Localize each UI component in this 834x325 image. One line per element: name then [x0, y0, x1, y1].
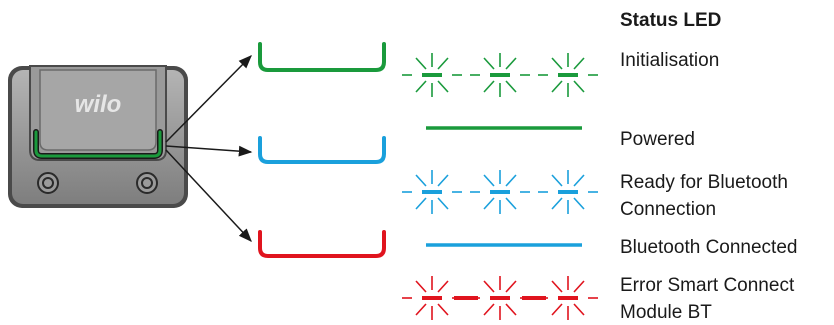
- led-flash-burst-4-1: [470, 276, 530, 320]
- led-flash-ray: [438, 81, 448, 92]
- led-flash-ray: [574, 304, 584, 315]
- led-flash-ray: [438, 304, 448, 315]
- led-flash-ray: [416, 281, 426, 292]
- led-flash-burst-0-2: [538, 53, 598, 97]
- led-flash-ray: [416, 58, 426, 69]
- led-flash-ray: [506, 175, 516, 186]
- led-flash-ray: [484, 304, 494, 315]
- led-flash-ray: [438, 198, 448, 209]
- led-flash-ray: [552, 304, 562, 315]
- led-flash-ray: [416, 175, 426, 186]
- module-brand-logo: wilo: [75, 91, 122, 118]
- led-patterns: [402, 53, 598, 320]
- led-flash-ray: [484, 198, 494, 209]
- led-flash-ray: [416, 198, 426, 209]
- module-screw-left: [38, 173, 58, 193]
- led-flash-ray: [552, 81, 562, 92]
- led-flash-ray: [574, 81, 584, 92]
- led-flash-burst-2-2: [538, 170, 598, 214]
- led-flash-ray: [438, 58, 448, 69]
- status-led-heading: Status LED: [620, 8, 721, 33]
- state-label-error-line1: Error Smart Connect: [620, 273, 794, 298]
- led-flash-burst-4-2: [538, 276, 598, 320]
- module-screw-right: [137, 173, 157, 193]
- led-flash-ray: [552, 281, 562, 292]
- led-flash-ray: [506, 198, 516, 209]
- state-label-error-line2: Module BT: [620, 300, 712, 325]
- state-label-ready-line1: Ready for Bluetooth: [620, 170, 788, 195]
- led-flash-ray: [506, 81, 516, 92]
- led-flash-ray: [506, 58, 516, 69]
- led-flash-ray: [574, 281, 584, 292]
- led-flash-ray: [552, 198, 562, 209]
- led-flash-burst-0-1: [470, 53, 530, 97]
- led-flash-burst-4-0: [402, 276, 462, 320]
- led-flash-burst-2-1: [470, 170, 530, 214]
- led-flash-burst-0-0: [402, 53, 462, 97]
- led-flash-ray: [574, 198, 584, 209]
- led-flash-ray: [484, 175, 494, 186]
- led-flash-ray: [506, 281, 516, 292]
- state-label-initialisation: Initialisation: [620, 48, 719, 73]
- led-flash-ray: [484, 81, 494, 92]
- led-flash-ray: [416, 81, 426, 92]
- state-label-powered: Powered: [620, 127, 695, 152]
- state-label-ready-line2: Connection: [620, 197, 716, 222]
- led-flash-ray: [552, 175, 562, 186]
- led-color-brackets: [260, 44, 384, 256]
- led-flash-ray: [574, 58, 584, 69]
- smart-connect-module: wilo: [8, 66, 188, 208]
- led-flash-ray: [552, 58, 562, 69]
- led-flash-ray: [506, 304, 516, 315]
- bracket-green: [260, 44, 384, 70]
- bracket-blue: [260, 138, 384, 162]
- state-label-bluetooth-connected: Bluetooth Connected: [620, 235, 797, 260]
- led-flash-burst-2-0: [402, 170, 462, 214]
- led-flash-ray: [438, 281, 448, 292]
- led-flash-ray: [416, 304, 426, 315]
- led-flash-ray: [484, 58, 494, 69]
- bracket-red: [260, 232, 384, 256]
- led-flash-ray: [438, 175, 448, 186]
- led-flash-ray: [484, 281, 494, 292]
- led-flash-ray: [574, 175, 584, 186]
